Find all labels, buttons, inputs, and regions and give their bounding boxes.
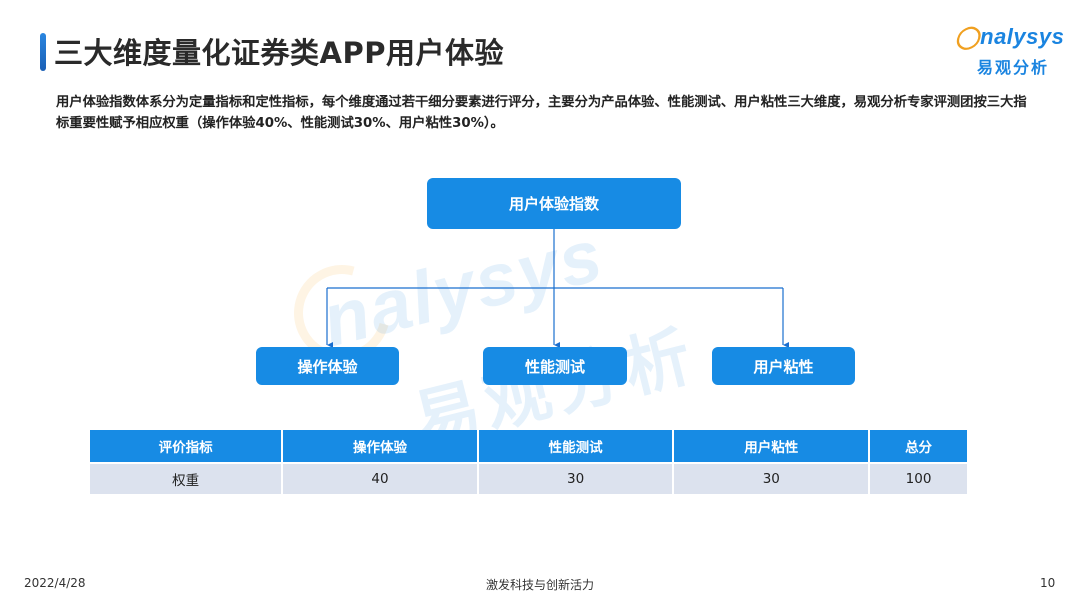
table-header-cell: 用户粘性 bbox=[673, 430, 871, 464]
logo-cn-text: 易观分析 bbox=[977, 58, 1050, 77]
table-header-cell: 性能测试 bbox=[477, 430, 675, 464]
watermark: nalysys 易观分析 bbox=[276, 213, 740, 461]
table-cell: 权重 bbox=[90, 463, 284, 494]
table-header-cell: 总分 bbox=[869, 430, 967, 464]
node-operation-experience: 操作体验 bbox=[256, 347, 399, 385]
table-cell: 40 bbox=[282, 463, 479, 494]
node-performance-test: 性能测试 bbox=[483, 347, 627, 385]
table-cell: 100 bbox=[869, 463, 967, 494]
page-title: 三大维度量化证券类APP用户体验 bbox=[54, 36, 504, 70]
intro-paragraph: 用户体验指数体系分为定量指标和定性指标，每个维度通过若干细分要素进行评分，主要分… bbox=[56, 95, 1027, 131]
table-header-cell: 操作体验 bbox=[282, 430, 479, 464]
weight-table: 评价指标 操作体验 性能测试 用户粘性 总分 权重 40 30 30 100 bbox=[90, 430, 967, 494]
page-number: 10 bbox=[1040, 576, 1056, 590]
logo-o-icon: ◯ bbox=[955, 24, 981, 49]
table-header-row: 评价指标 操作体验 性能测试 用户粘性 总分 bbox=[90, 430, 967, 464]
analysys-logo: ◯nalysys 易观分析 bbox=[955, 24, 1065, 80]
title-accent-bar bbox=[40, 33, 46, 71]
logo-wordmark: ◯nalysys bbox=[955, 24, 1065, 49]
node-user-stickiness: 用户粘性 bbox=[712, 347, 855, 385]
footer-slogan: 激发科技与创新活力 bbox=[485, 578, 594, 592]
table-header-cell: 评价指标 bbox=[90, 430, 284, 464]
node-user-experience-index: 用户体验指数 bbox=[427, 178, 681, 229]
table-row: 权重 40 30 30 100 bbox=[90, 463, 967, 494]
table-cell: 30 bbox=[477, 463, 675, 494]
table-cell: 30 bbox=[673, 463, 871, 494]
footer-date: 2022/4/28 bbox=[24, 576, 86, 590]
watermark-en-text: nalysys bbox=[314, 212, 612, 363]
